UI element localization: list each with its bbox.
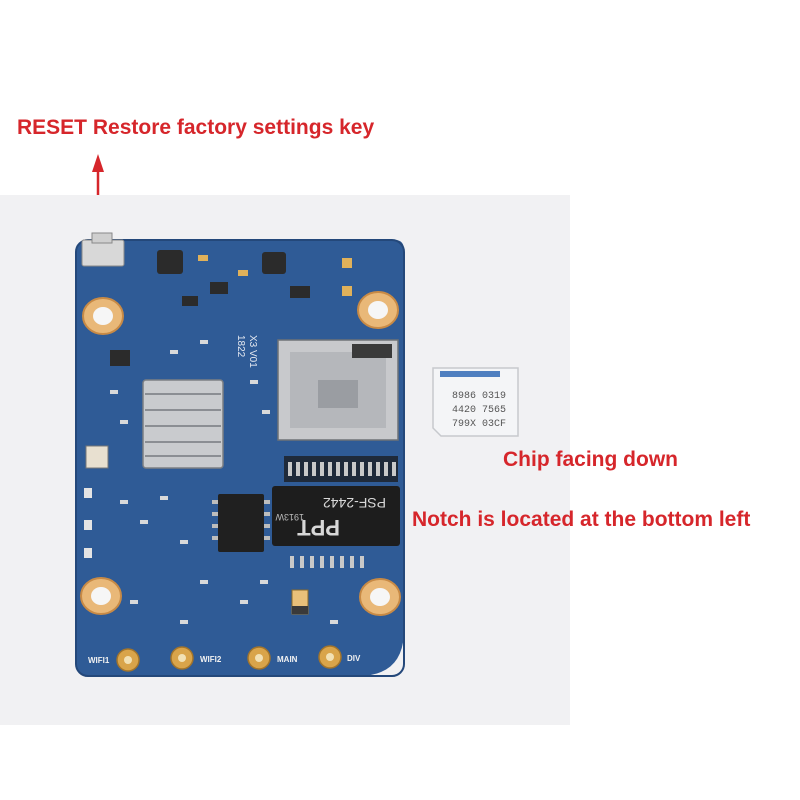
sim-line-2: 4420 7565 [452, 405, 506, 416]
reset-annotation: RESET Restore factory settings key [17, 116, 375, 139]
version-text: X3 V01 [247, 335, 258, 368]
inductors [157, 250, 310, 306]
notch-annotation: Notch is located at the bottom left [412, 508, 751, 531]
heatsink [142, 379, 224, 469]
antenna-label-wifi1: WIFI1 [88, 656, 110, 665]
sim-card: 8986 0319 4420 7565 799X 03CF [432, 367, 519, 437]
chip-annotation: Chip facing down [503, 448, 678, 471]
board-photo: PPT PSF-2442 1913W X3 V01 1822 [0, 195, 800, 725]
sim-slot [277, 339, 399, 441]
antenna-label-div: DIV [347, 654, 361, 663]
pcb-board: PPT PSF-2442 1913W X3 V01 1822 [75, 232, 405, 677]
antenna-label-wifi2: WIFI2 [200, 655, 222, 664]
sim-line-3: 799X 03CF [452, 419, 506, 430]
antenna-label-main: MAIN [277, 655, 298, 664]
transformer: PPT PSF-2442 1913W [272, 486, 400, 546]
sim-line-1: 8986 0319 [452, 391, 506, 402]
reset-button [81, 239, 125, 267]
transformer-model: PSF-2442 [323, 495, 386, 511]
date-code: 1822 [235, 335, 246, 358]
transformer-brand: PPT [297, 515, 340, 540]
flash-ic [218, 494, 264, 552]
transformer-code: 1913W [275, 512, 304, 522]
